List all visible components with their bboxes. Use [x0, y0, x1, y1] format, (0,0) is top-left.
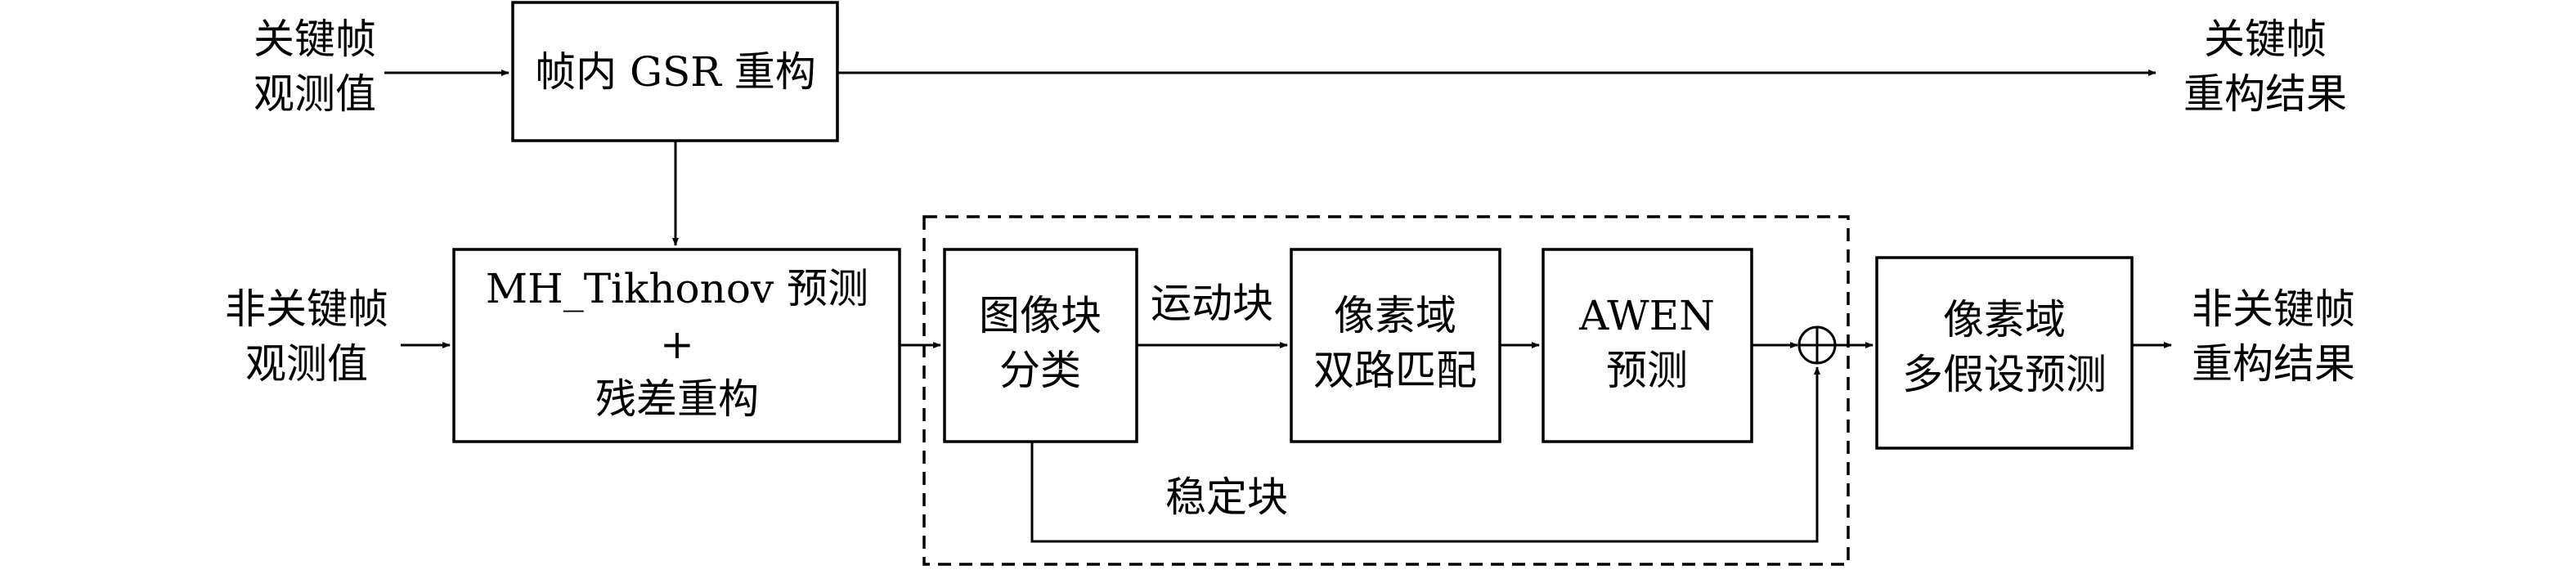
- awen-predict-box: [1542, 248, 1753, 443]
- mh-tikhonov-box: [452, 248, 901, 443]
- input-non-key-frame-observations: 非关键帧 观测值: [225, 285, 388, 388]
- pixel-dual-match-block: 像素域 双路匹配: [1290, 248, 1501, 443]
- intra-gsr-label: 帧内 GSR 重构: [535, 48, 816, 96]
- output-key-frame-line1: 关键帧: [2204, 16, 2327, 63]
- pixel-dual-match-line2: 双路匹配: [1313, 347, 1477, 394]
- mh-tikhonov-line1: MH_Tikhonov 预测: [486, 265, 868, 312]
- stable-block-label: 稳定块: [1165, 474, 1288, 521]
- input-key-frame-line2: 观测值: [254, 70, 376, 118]
- block-classify-block: 图像块 分类: [943, 248, 1138, 443]
- block-classify-box: [943, 248, 1138, 443]
- mh-tikhonov-block: MH_Tikhonov 预测 + 残差重构: [452, 248, 901, 443]
- input-key-frame-observations: 关键帧 观测值: [254, 16, 376, 118]
- motion-block-label: 运动块: [1151, 280, 1273, 327]
- pixel-dual-match-box: [1290, 248, 1501, 443]
- output-non-key-frame-result: 非关键帧 重构结果: [2192, 285, 2355, 388]
- mh-tikhonov-line3: 残差重构: [595, 375, 759, 423]
- circle-plus-icon: [1797, 325, 1837, 365]
- arrow-stable-bypass: [1030, 366, 1820, 543]
- mh-tikhonov-plus: +: [660, 321, 694, 368]
- input-key-frame-line1: 关键帧: [254, 16, 376, 63]
- pixel-multi-hypothesis-box: [1875, 256, 2134, 450]
- output-non-key-frame-line1: 非关键帧: [2192, 285, 2355, 333]
- pixel-dual-match-line1: 像素域: [1334, 292, 1456, 339]
- pixel-multi-hypothesis-block: 像素域 多假设预测: [1875, 256, 2134, 450]
- output-key-frame-line2: 重构结果: [2183, 70, 2347, 118]
- input-non-key-frame-line2: 观测值: [245, 340, 368, 388]
- input-non-key-frame-line1: 非关键帧: [225, 285, 388, 333]
- output-key-frame-result: 关键帧 重构结果: [2183, 16, 2347, 118]
- block-classify-line1: 图像块: [979, 292, 1102, 339]
- intra-gsr-block: 帧内 GSR 重构: [511, 1, 839, 142]
- awen-predict-block: AWEN 预测: [1542, 248, 1753, 443]
- pixel-multi-hypothesis-line2: 多假设预测: [1902, 351, 2107, 398]
- block-classify-line2: 分类: [999, 347, 1081, 394]
- pixel-multi-hypothesis-line1: 像素域: [1943, 296, 2066, 343]
- dashed-processing-region: [922, 215, 1850, 566]
- output-non-key-frame-line2: 重构结果: [2192, 340, 2355, 388]
- awen-predict-line2: 预测: [1606, 347, 1688, 394]
- awen-predict-line1: AWEN: [1578, 292, 1715, 339]
